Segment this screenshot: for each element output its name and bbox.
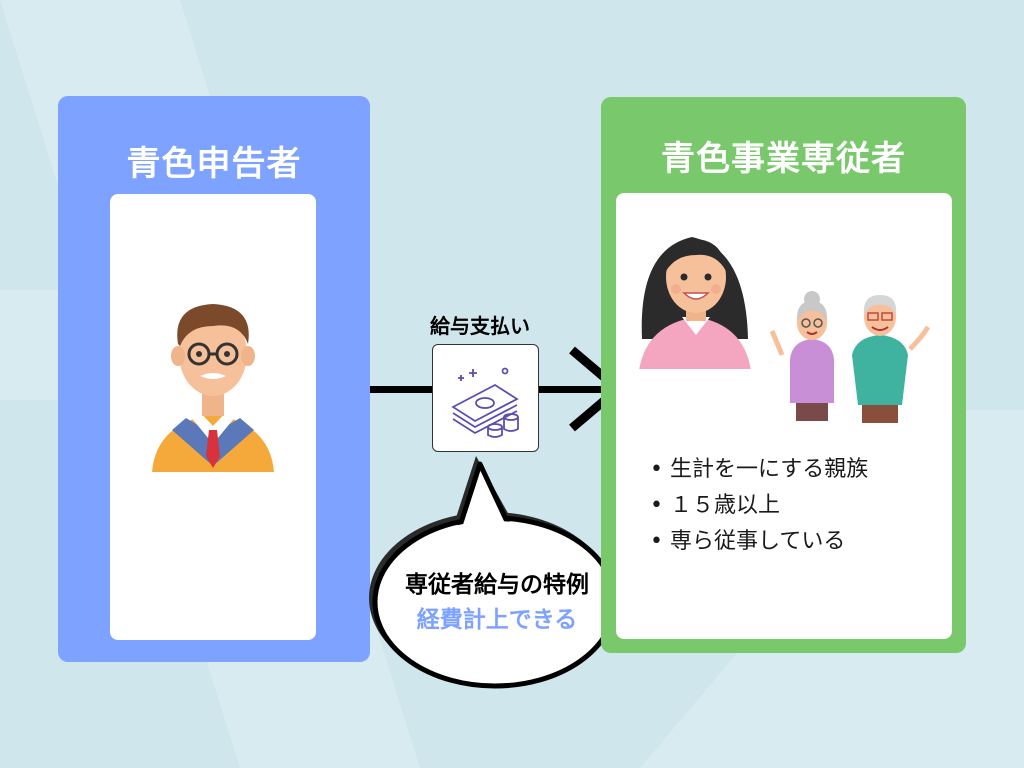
list-item: • １５歳以上 [650,488,868,524]
woman-icon [639,237,751,369]
condition-text: 生計を一にする親族 [670,457,869,482]
condition-text: 専ら従事している [670,529,846,554]
blue-filer-card [110,194,316,640]
list-item: • 専ら従事している [650,524,868,560]
businessman-icon [152,304,274,472]
conditions-list: • 生計を一にする親族 • １５歳以上 • 専ら従事している [650,452,868,560]
money-card [432,344,539,452]
money-stack-icon [451,367,519,438]
family-employee-panel: 青色事業専従者 [601,97,966,653]
blue-filer-panel: 青色申告者 [58,96,370,662]
special-rule-text: 専従者給与の特例 [405,572,589,598]
blue-filer-title: 青色申告者 [126,144,302,184]
family-employee-card [616,193,952,639]
bullet-icon: • [650,493,663,518]
elderly-couple-icon [769,291,931,423]
list-item: • 生計を一にする親族 [650,452,868,488]
salary-payment-label: 給与支払い [430,314,530,338]
expense-text: 経費計上できる [416,607,578,633]
bullet-icon: • [650,457,663,482]
bullet-icon: • [650,529,663,554]
condition-text: １５歳以上 [670,493,781,518]
family-employee-title: 青色事業専従者 [661,139,906,179]
